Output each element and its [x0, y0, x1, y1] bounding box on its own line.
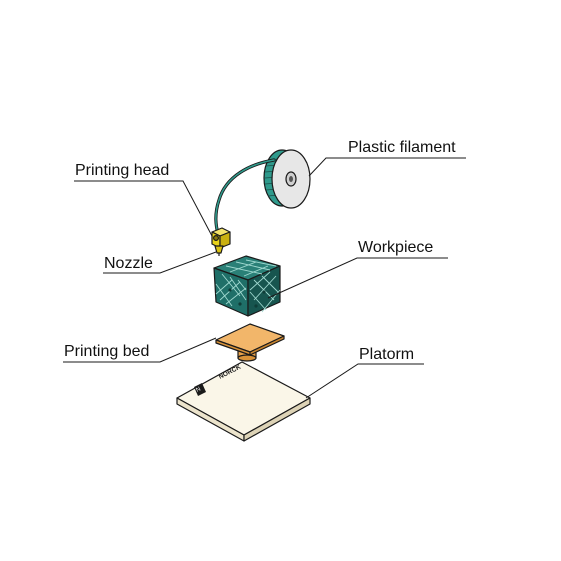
label-nozzle: Nozzle: [104, 255, 153, 272]
workpiece: [213, 255, 281, 317]
label-platform: Platorm: [359, 346, 414, 363]
label-plastic-filament: Plastic filament: [348, 139, 456, 156]
printing-head: [211, 227, 231, 256]
label-workpiece: Workpiece: [358, 239, 433, 256]
nozzle: [214, 245, 224, 254]
label-printing-bed: Printing bed: [64, 343, 149, 360]
platform: N NORCK: [176, 361, 311, 442]
filament-spool: [263, 149, 311, 209]
svg-text:N: N: [195, 386, 202, 393]
leader-lines: [63, 157, 466, 399]
label-printing-head: Printing head: [75, 162, 169, 179]
printing-bed: [215, 323, 285, 362]
